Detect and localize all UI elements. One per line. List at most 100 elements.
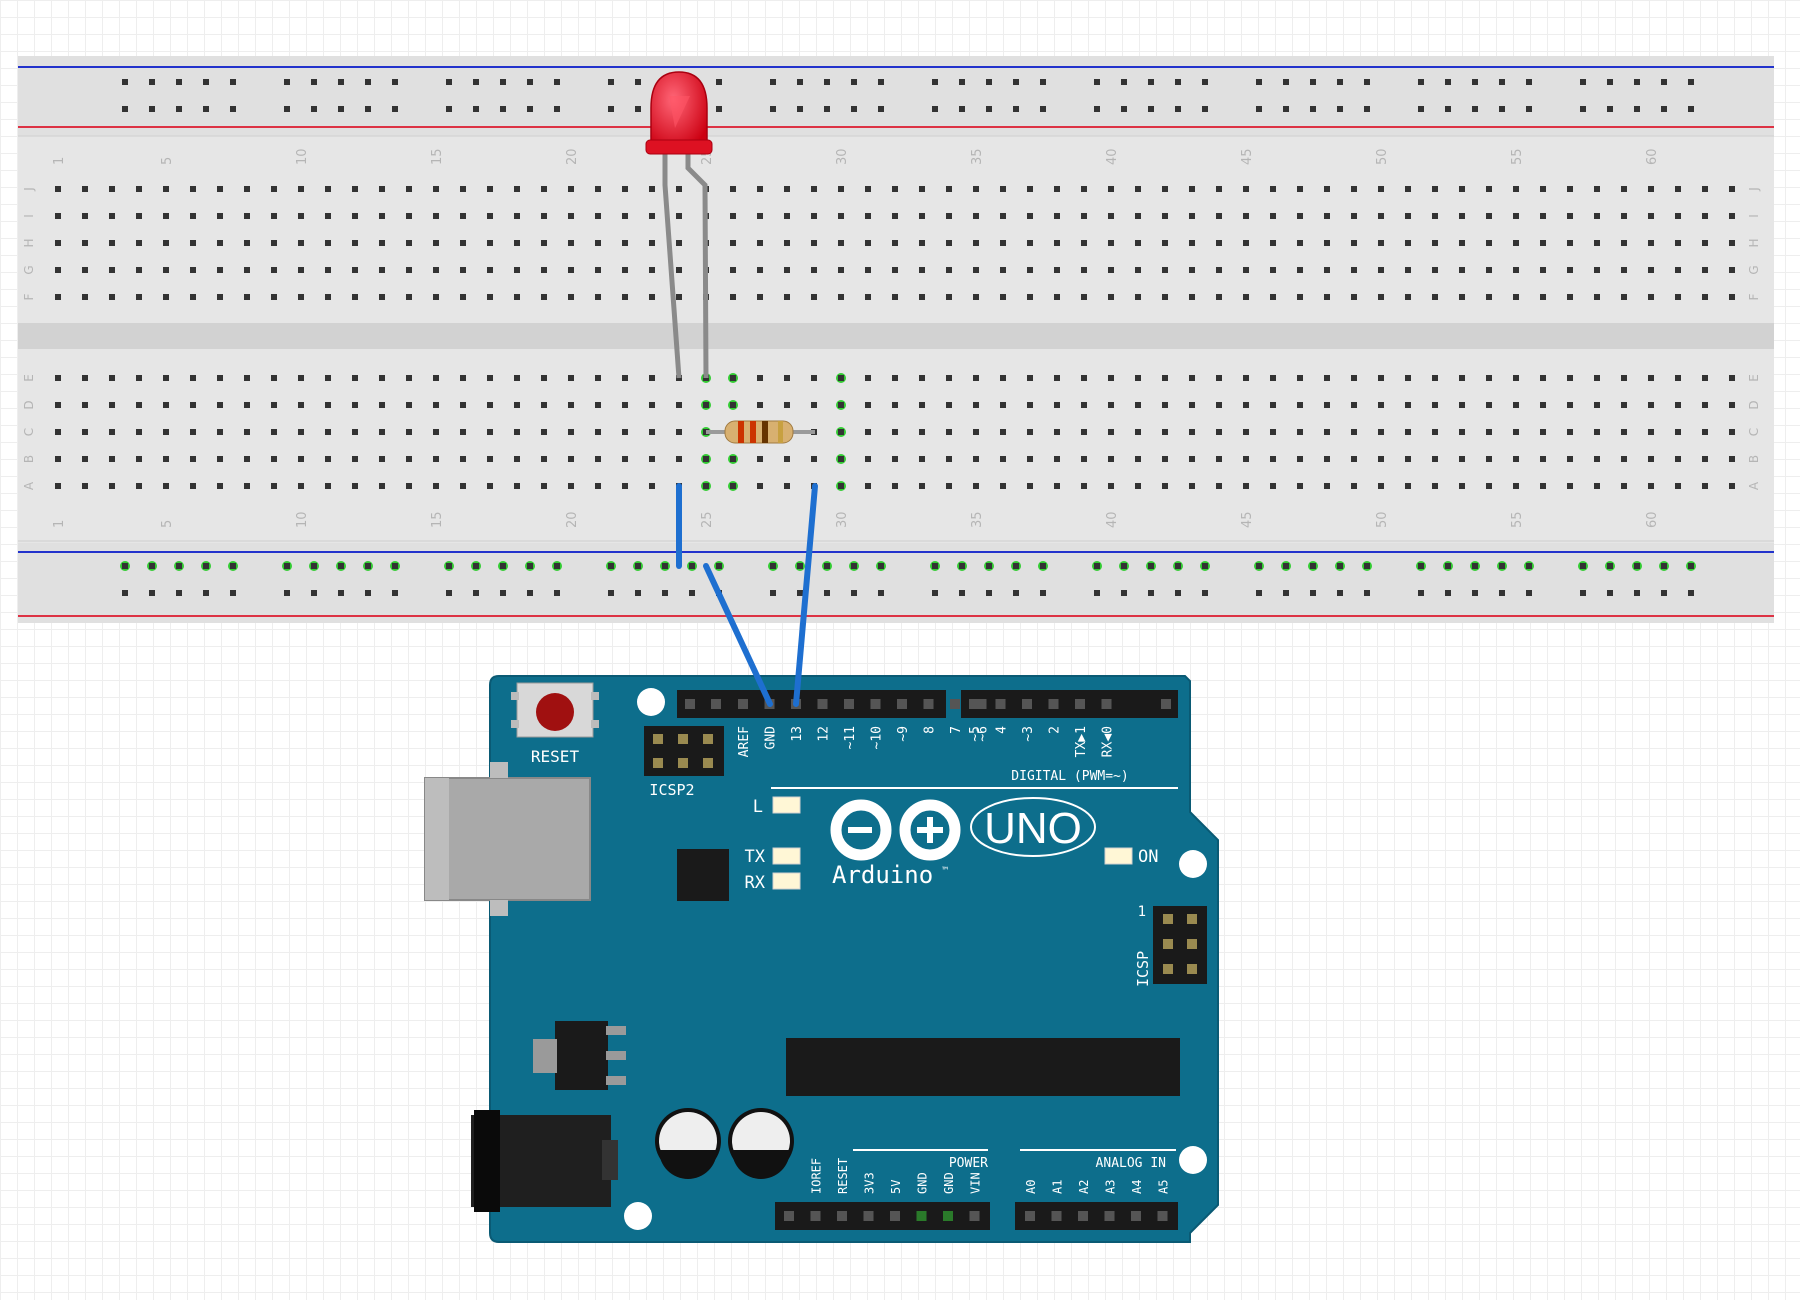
breadboard-hole[interactable] [1324,267,1330,273]
breadboard-hole[interactable] [1324,240,1330,246]
breadboard-hole[interactable] [1378,294,1384,300]
breadboard-hole[interactable] [1243,375,1249,381]
breadboard-hole[interactable] [1432,240,1438,246]
breadboard-hole[interactable] [730,294,736,300]
breadboard-hole[interactable] [109,267,115,273]
breadboard-hole[interactable] [1405,456,1411,462]
breadboard-hole[interactable] [892,456,898,462]
breadboard-hole[interactable] [1364,106,1370,112]
breadboard-hole[interactable] [797,590,803,596]
breadboard-hole[interactable] [635,106,641,112]
breadboard-hole[interactable] [392,106,398,112]
breadboard-hole[interactable] [1486,375,1492,381]
breadboard-hole[interactable] [770,590,776,596]
breadboard-hole[interactable] [1189,456,1195,462]
breadboard-hole[interactable] [1702,213,1708,219]
breadboard-hole[interactable] [1256,106,1262,112]
breadboard-hole[interactable] [1729,267,1735,273]
breadboard-hole[interactable] [1337,590,1343,596]
breadboard-hole[interactable] [973,294,979,300]
breadboard-hole[interactable] [1162,186,1168,192]
breadboard-hole[interactable] [55,267,61,273]
breadboard-hole[interactable] [838,267,844,273]
breadboard-hole[interactable] [1216,267,1222,273]
breadboard-hole[interactable] [1297,402,1303,408]
breadboard-hole[interactable] [892,429,898,435]
breadboard-hole[interactable] [271,213,277,219]
breadboard-hole[interactable] [460,267,466,273]
breadboard-hole[interactable] [109,429,115,435]
breadboard-hole[interactable] [1594,429,1600,435]
breadboard-hole[interactable] [1513,294,1519,300]
breadboard-hole[interactable] [1729,294,1735,300]
breadboard-hole[interactable] [622,186,628,192]
breadboard-hole[interactable] [379,402,385,408]
breadboard-hole[interactable] [784,375,790,381]
breadboard-hole[interactable] [1027,456,1033,462]
breadboard-hole[interactable] [109,456,115,462]
breadboard-hole[interactable] [325,483,331,489]
breadboard-hole[interactable] [1675,213,1681,219]
breadboard-hole[interactable] [244,456,250,462]
breadboard-hole[interactable] [1459,267,1465,273]
breadboard-hole[interactable] [460,375,466,381]
breadboard-hole[interactable] [676,402,682,408]
breadboard-hole[interactable] [595,402,601,408]
breadboard-hole[interactable] [352,456,358,462]
breadboard-hole[interactable] [1121,590,1127,596]
breadboard-hole[interactable] [149,79,155,85]
breadboard-hole[interactable] [352,294,358,300]
breadboard-hole[interactable] [1472,590,1478,596]
breadboard-hole[interactable] [1648,456,1654,462]
breadboard-hole[interactable] [1486,456,1492,462]
breadboard-hole[interactable] [338,79,344,85]
breadboard-hole[interactable] [473,590,479,596]
breadboard-hole[interactable] [163,267,169,273]
breadboard-hole[interactable] [1405,240,1411,246]
breadboard-hole[interactable] [946,294,952,300]
breadboard-hole[interactable] [1027,483,1033,489]
breadboard-hole[interactable] [460,240,466,246]
breadboard-hole[interactable] [1000,402,1006,408]
breadboard-hole[interactable] [568,186,574,192]
breadboard-hole[interactable] [514,294,520,300]
breadboard-hole[interactable] [406,186,412,192]
breadboard-hole[interactable] [460,294,466,300]
breadboard-hole[interactable] [1513,213,1519,219]
breadboard-hole[interactable] [203,79,209,85]
breadboard-hole[interactable] [1486,186,1492,192]
breadboard-hole[interactable] [568,483,574,489]
breadboard-hole[interactable] [365,590,371,596]
breadboard-hole[interactable] [1148,79,1154,85]
breadboard-hole[interactable] [1270,213,1276,219]
breadboard-hole[interactable] [757,402,763,408]
breadboard-hole[interactable] [1567,483,1573,489]
breadboard-hole[interactable] [1621,483,1627,489]
breadboard-hole[interactable] [109,240,115,246]
breadboard-hole[interactable] [230,590,236,596]
breadboard-hole[interactable] [379,483,385,489]
breadboard-hole[interactable] [1675,402,1681,408]
breadboard-hole[interactable] [1634,590,1640,596]
breadboard-hole[interactable] [1432,186,1438,192]
breadboard-hole[interactable] [865,429,871,435]
breadboard-hole[interactable] [203,590,209,596]
breadboard-hole[interactable] [541,240,547,246]
breadboard-hole[interactable] [1526,106,1532,112]
breadboard-hole[interactable] [730,213,736,219]
breadboard-hole[interactable] [1108,456,1114,462]
breadboard-hole[interactable] [1081,456,1087,462]
breadboard-hole[interactable] [919,429,925,435]
breadboard-hole[interactable] [433,186,439,192]
breadboard-hole[interactable] [784,294,790,300]
breadboard-hole[interactable] [1270,402,1276,408]
breadboard-hole[interactable] [1540,240,1546,246]
breadboard-hole[interactable] [784,456,790,462]
breadboard-hole[interactable] [608,590,614,596]
breadboard-hole[interactable] [82,402,88,408]
breadboard-hole[interactable] [1243,483,1249,489]
breadboard-hole[interactable] [487,267,493,273]
breadboard-hole[interactable] [1040,106,1046,112]
breadboard-hole[interactable] [1108,186,1114,192]
breadboard-hole[interactable] [298,213,304,219]
